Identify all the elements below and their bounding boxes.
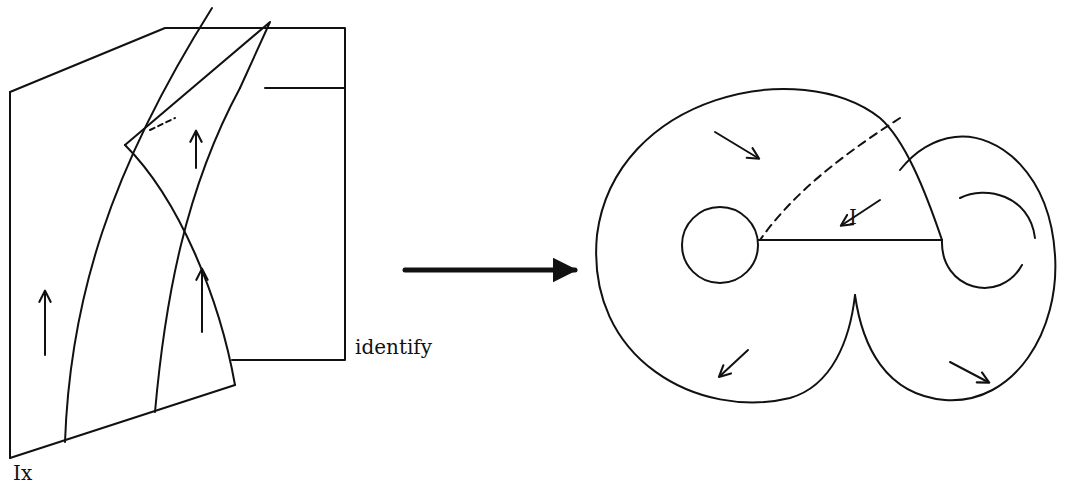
interval-segment: [758, 239, 942, 241]
flow-arrow: [720, 350, 748, 376]
interval-label: I: [846, 206, 860, 228]
cusp-edge: [125, 22, 270, 145]
flow-arrow: [950, 362, 988, 382]
right-lobe: [855, 137, 1055, 401]
branched-sheet-figure: [10, 8, 345, 458]
plane-edge: [9, 92, 11, 458]
hidden-curve: [760, 118, 900, 240]
map-arrow: [405, 268, 575, 273]
sheet-edge: [65, 8, 212, 442]
figure-eight-surface: [596, 89, 1055, 402]
note-label: identify: [352, 336, 435, 358]
cusp-curve: [125, 145, 235, 385]
left-hole: [682, 207, 758, 283]
sheet-edge: [155, 88, 240, 412]
flow-arrow: [195, 132, 197, 168]
flow-arrow: [201, 270, 203, 332]
plane-line: [265, 87, 345, 89]
plane-bottom: [10, 385, 235, 458]
flow-arrow: [842, 200, 880, 225]
flow-arrow: [44, 292, 46, 355]
right-hole: [942, 193, 1035, 288]
left-lobe: [596, 89, 942, 402]
flow-arrow: [715, 132, 758, 158]
hidden-edge: [150, 118, 175, 130]
axis-label: Ix: [10, 462, 35, 484]
back-plane: [10, 28, 345, 360]
